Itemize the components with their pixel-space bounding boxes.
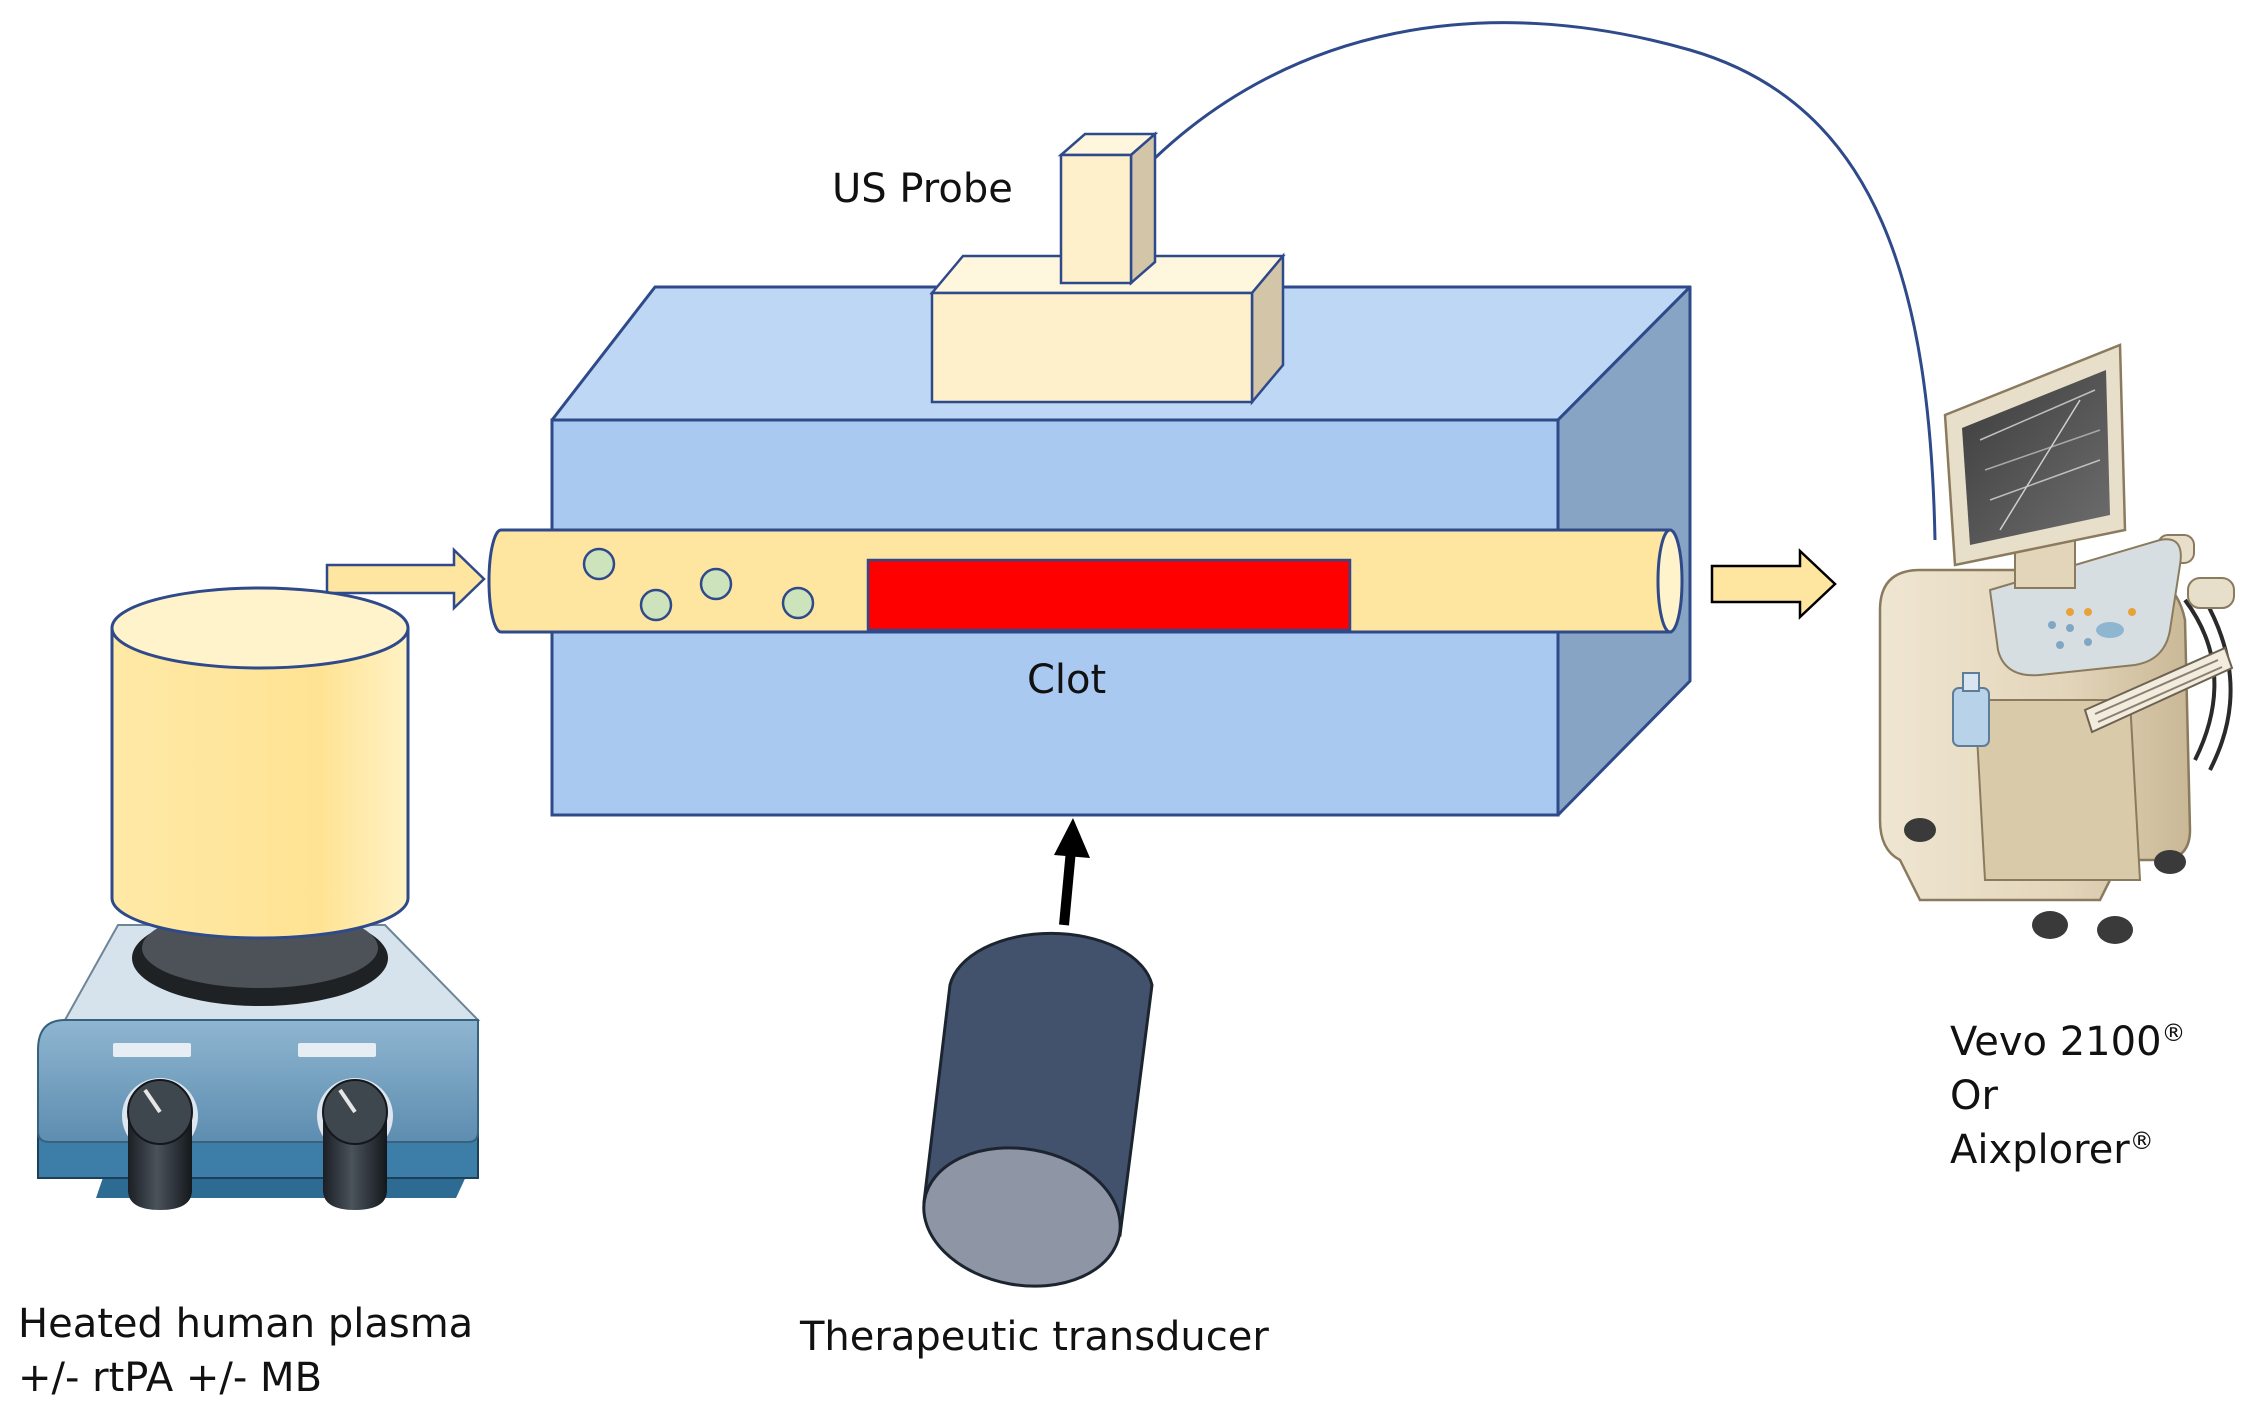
scanner-label: Vevo 2100® Or Aixplorer® <box>1950 1015 2186 1177</box>
right-knob <box>322 1079 388 1210</box>
tube-opening <box>1656 528 1684 634</box>
scanner-name-aixplorer: Aixplorer <box>1950 1127 2130 1173</box>
scanner-label-line2: Or <box>1950 1073 1998 1119</box>
plasma-label-line1: Heated human plasma <box>18 1301 474 1347</box>
us-probe-label: US Probe <box>832 166 1013 212</box>
inflow-arrow-icon <box>325 547 486 611</box>
microbubble-circle-icon <box>582 547 616 581</box>
scanner-label-line3: Aixplorer® <box>1950 1123 2186 1177</box>
clot-label: Clot <box>1027 657 1107 703</box>
therapeutic-transducer-label: Therapeutic transducer <box>800 1314 1269 1360</box>
microbubble-circle-icon <box>699 567 733 601</box>
outflow-arrow-icon <box>1710 548 1837 620</box>
therapeutic-transducer-cylinder-icon <box>922 931 1154 1288</box>
microbubble-circle-icon <box>639 588 673 622</box>
left-knob <box>127 1079 193 1210</box>
registered-mark: ® <box>2129 1127 2154 1155</box>
scanner-name-vevo: Vevo 2100 <box>1950 1019 2162 1065</box>
transducer-beam-arrow <box>1054 818 1090 926</box>
clot-rectangle-icon <box>866 558 1352 632</box>
microbubble-circle-icon <box>781 586 815 620</box>
plasma-label: Heated human plasma +/- rtPA +/- MB <box>18 1297 473 1405</box>
registered-mark: ® <box>2161 1019 2186 1047</box>
plasma-label-line2: +/- rtPA +/- MB <box>18 1355 323 1401</box>
microbubbles <box>582 547 815 622</box>
ultrasound-scanner-cart-icon <box>1878 343 2235 944</box>
ultrasound-probe-icon <box>929 131 1286 406</box>
magnetic-stirrer-hot-plate-icon <box>37 908 481 1210</box>
cylinder-reservoir-icon <box>110 586 410 940</box>
scanner-label-line1: Vevo 2100® <box>1950 1015 2186 1069</box>
probe-cable <box>1153 21 1937 541</box>
